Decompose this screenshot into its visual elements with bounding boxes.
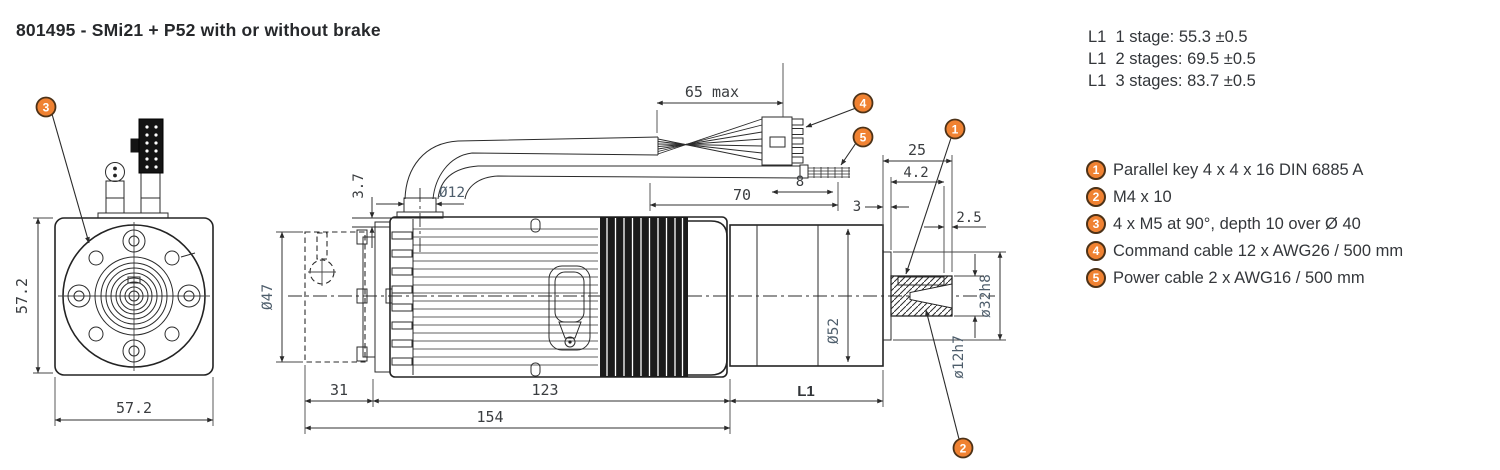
callout-4: 4 bbox=[805, 92, 874, 128]
label-window bbox=[548, 265, 591, 351]
output-shaft bbox=[882, 251, 953, 341]
legend-badge-2: 2 bbox=[1086, 187, 1106, 207]
shaft-circles bbox=[94, 256, 174, 336]
legend-text-1: Parallel key 4 x 4 x 16 DIN 6885 A bbox=[1113, 160, 1364, 179]
svg-text:3: 3 bbox=[43, 101, 50, 115]
svg-text:Ø47: Ø47 bbox=[260, 284, 276, 310]
dim-key-end: 2.5 bbox=[924, 210, 986, 230]
callout-1: 1 bbox=[905, 118, 966, 275]
dim-front-width: 57.2 bbox=[54, 377, 214, 426]
power-connector-stub bbox=[105, 162, 125, 214]
dim-plate-thickness: 3.7 bbox=[351, 173, 375, 248]
svg-text:3: 3 bbox=[853, 199, 861, 215]
svg-text:Ø12: Ø12 bbox=[439, 185, 465, 201]
legend-badge-1: 1 bbox=[1086, 160, 1106, 180]
mounting-holes bbox=[67, 229, 201, 363]
brake-option bbox=[304, 231, 366, 363]
svg-text:123: 123 bbox=[531, 381, 558, 399]
l1-length-table: L1 1 stage: 55.3 ±0.5 L1 2 stages: 69.5 … bbox=[1088, 26, 1256, 92]
dim-cable-free-length: 65 max bbox=[656, 63, 784, 133]
front-view: 57.2 57.2 3 bbox=[13, 96, 214, 426]
command-cable bbox=[404, 116, 804, 200]
svg-text:2.5: 2.5 bbox=[956, 210, 981, 226]
dim-brake-dia: Ø47 bbox=[260, 231, 303, 363]
side-view: 65 max 70 8 3 bbox=[260, 63, 1006, 459]
legend-item-5: 5 Power cable 2 x AWG16 / 500 mm bbox=[1086, 268, 1500, 288]
gearbox bbox=[729, 224, 884, 367]
legend-text-4: Command cable 12 x AWG26 / 500 mm bbox=[1113, 241, 1404, 260]
parallel-key bbox=[897, 276, 945, 286]
cables bbox=[404, 116, 850, 200]
dim-bottom-chain: 31 123 L1 154 bbox=[304, 365, 884, 434]
cooling-fins bbox=[413, 228, 598, 366]
dim-boss-dia: ø32h8 bbox=[893, 251, 1006, 341]
legend-text-3: 4 x M5 at 90°, depth 10 over Ø 40 bbox=[1113, 214, 1361, 233]
motor-housing-front bbox=[54, 217, 214, 376]
svg-text:4: 4 bbox=[860, 97, 867, 111]
svg-text:70: 70 bbox=[733, 186, 751, 204]
dim-face-ring: 3 bbox=[853, 199, 909, 215]
svg-text:57.2: 57.2 bbox=[13, 278, 31, 314]
dim-shaft-dia: ø12h7 bbox=[951, 254, 984, 379]
power-cable bbox=[437, 164, 850, 200]
legend-item-2: 2 M4 x 10 bbox=[1086, 187, 1500, 207]
svg-text:3.7: 3.7 bbox=[351, 173, 367, 198]
dim-gearbox-dia: Ø52 bbox=[826, 228, 851, 363]
legend-item-4: 4 Command cable 12 x AWG26 / 500 mm bbox=[1086, 241, 1500, 261]
svg-text:ø32h8: ø32h8 bbox=[978, 274, 994, 318]
dim-front-height: 57.2 bbox=[13, 217, 53, 374]
motor-body bbox=[389, 216, 728, 378]
svg-text:154: 154 bbox=[476, 408, 503, 426]
legend-badge-3: 3 bbox=[1086, 214, 1106, 234]
page-title: 801495 - SMi21 + P52 with or without bra… bbox=[16, 20, 381, 40]
callout-3: 3 bbox=[35, 96, 90, 244]
svg-text:8: 8 bbox=[796, 174, 804, 190]
dim-cable-gland-dia: Ø12 bbox=[376, 185, 465, 207]
dim-power-cable-length: 70 bbox=[649, 182, 839, 211]
l1-row-2: L1 2 stages: 69.5 ±0.5 bbox=[1088, 50, 1256, 68]
fanned-wires bbox=[657, 118, 763, 161]
l1-row-1: L1 1 stage: 55.3 ±0.5 bbox=[1088, 28, 1248, 46]
legend-text-2: M4 x 10 bbox=[1113, 187, 1172, 206]
legend-text-5: Power cable 2 x AWG16 / 500 mm bbox=[1113, 268, 1365, 287]
svg-text:1: 1 bbox=[952, 123, 959, 137]
command-connector bbox=[761, 116, 804, 166]
motor-front-slots bbox=[391, 231, 413, 366]
dim-strip-length: 8 bbox=[771, 174, 834, 195]
legend-item-3: 3 4 x M5 at 90°, depth 10 over Ø 40 bbox=[1086, 214, 1500, 234]
stripped-wires bbox=[808, 167, 850, 178]
tail-cap bbox=[688, 220, 728, 376]
svg-text:31: 31 bbox=[330, 381, 348, 399]
svg-text:5: 5 bbox=[860, 131, 867, 145]
svg-text:L1: L1 bbox=[797, 383, 815, 400]
adapter-rings bbox=[356, 221, 393, 373]
legend-badge-4: 4 bbox=[1086, 241, 1106, 261]
legend-badge-5: 5 bbox=[1086, 268, 1106, 288]
svg-text:2: 2 bbox=[960, 442, 967, 456]
callout-2: 2 bbox=[925, 309, 974, 459]
l1-row-3: L1 3 stages: 83.7 ±0.5 bbox=[1088, 72, 1256, 90]
svg-text:25: 25 bbox=[908, 141, 926, 159]
brake-ribbed-section bbox=[600, 217, 688, 377]
svg-text:ø12h7: ø12h7 bbox=[951, 335, 967, 379]
callout-legend: 1 Parallel key 4 x 4 x 16 DIN 6885 A 2 M… bbox=[1086, 160, 1500, 295]
svg-text:65 max: 65 max bbox=[685, 83, 739, 101]
connector-pins bbox=[145, 125, 158, 169]
dim-shaft-length: 25 bbox=[882, 141, 953, 272]
svg-text:Ø52: Ø52 bbox=[826, 318, 842, 344]
legend-item-1: 1 Parallel key 4 x 4 x 16 DIN 6885 A bbox=[1086, 160, 1500, 180]
svg-text:57.2: 57.2 bbox=[116, 399, 152, 417]
callout-5: 5 bbox=[840, 126, 874, 166]
dim-key-offset: 4.2 bbox=[890, 165, 945, 273]
command-connector-stub bbox=[130, 118, 164, 214]
svg-text:4.2: 4.2 bbox=[903, 165, 928, 181]
